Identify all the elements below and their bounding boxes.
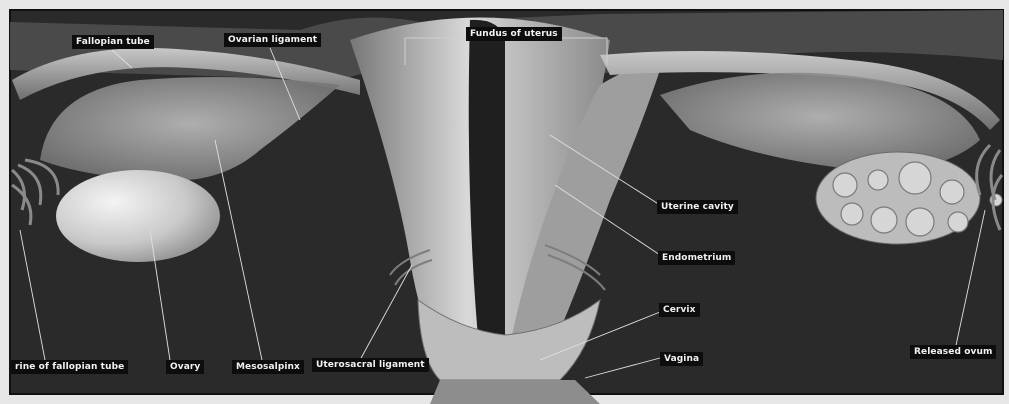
label-fundus-of-uterus: Fundus of uterus: [466, 27, 562, 41]
label-fallopian-tube: Fallopian tube: [72, 35, 154, 49]
label-ovary: Ovary: [166, 360, 204, 374]
label-vagina: Vagina: [660, 352, 703, 366]
label-endometrium: Endometrium: [658, 251, 735, 265]
label-cervix: Cervix: [659, 303, 700, 317]
label-fimbriae-of-fallopian-tube: rine of fallopian tube: [11, 360, 128, 374]
label-ovarian-ligament: Ovarian ligament: [224, 33, 321, 47]
left-ovary: [56, 170, 220, 262]
vagina: [430, 380, 600, 404]
label-uterosacral-ligament: Uterosacral ligament: [312, 358, 429, 372]
label-released-ovum: Released ovum: [910, 345, 996, 359]
label-uterine-cavity: Uterine cavity: [657, 200, 738, 214]
label-mesosalpinx: Mesosalpinx: [232, 360, 304, 374]
